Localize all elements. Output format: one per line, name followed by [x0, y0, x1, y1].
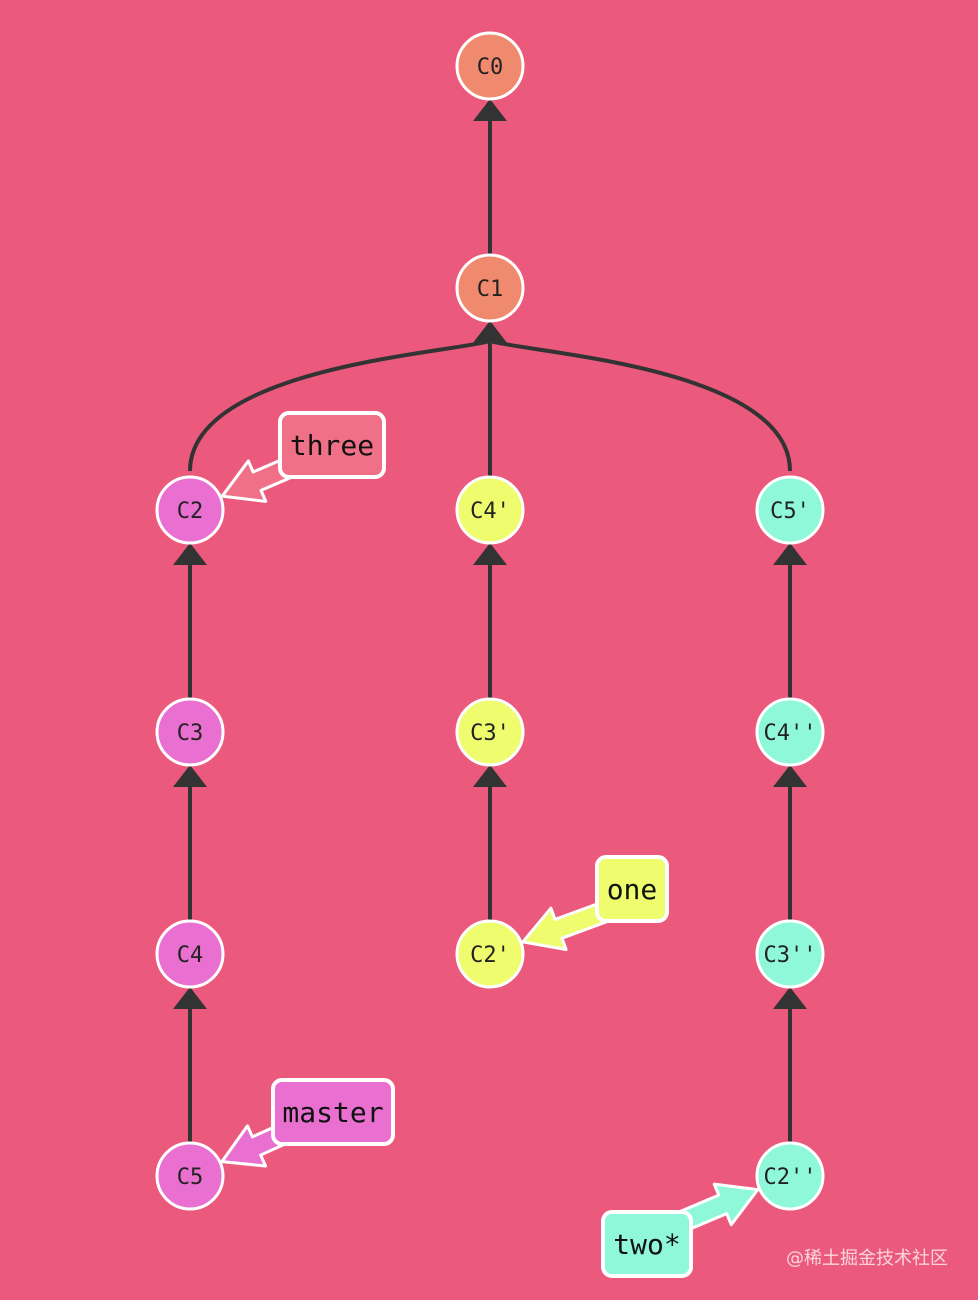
branch-label-box: [595, 855, 669, 923]
commit-c2-prime[interactable]: C2': [455, 919, 525, 989]
commit-c0[interactable]: C0: [455, 31, 525, 101]
commit-circle: [755, 475, 825, 545]
commit-c1[interactable]: C1: [455, 253, 525, 323]
commit-label: C4': [470, 499, 510, 524]
commit-circle: [755, 919, 825, 989]
commit-circle: [455, 475, 525, 545]
commit-circle: [455, 31, 525, 101]
commit-circle: [155, 1141, 225, 1211]
commit-label: C5': [770, 499, 810, 524]
commit-label: C4'': [764, 721, 817, 746]
branch-label-box: [278, 411, 386, 479]
commit-circle: [455, 253, 525, 323]
commit-label: C3'': [764, 943, 817, 968]
commit-c5[interactable]: C5: [155, 1141, 225, 1211]
branch-master[interactable]: master: [220, 1078, 395, 1168]
commit-circle: [455, 919, 525, 989]
branch-label-text: two*: [613, 1228, 680, 1261]
arrowhead-c5-to-c4: [173, 987, 207, 1009]
commit-c3-double-prime[interactable]: C3'': [755, 919, 825, 989]
watermark: @稀土掘金技术社区: [786, 1248, 948, 1269]
branch-label-text: three: [290, 429, 374, 462]
branch-labels: three one master two*: [220, 411, 760, 1278]
branch-two-current[interactable]: two*: [601, 1182, 760, 1278]
commit-label: C3': [470, 721, 510, 746]
commit-label: C5: [177, 1165, 204, 1190]
branch-arrow: [675, 1182, 760, 1233]
commit-circle: [755, 697, 825, 767]
arrowhead-c3p-to-c4p: [473, 543, 507, 565]
branch-label-text: master: [282, 1096, 383, 1129]
commit-circle: [155, 919, 225, 989]
edge-c5p-to-c1: [489, 339, 792, 472]
commit-c2[interactable]: C2: [155, 475, 225, 545]
arrowhead-c4pp-to-c5p: [773, 543, 807, 565]
commit-label: C2'': [764, 1165, 817, 1190]
arrowhead-c1-to-c0: [473, 99, 507, 121]
edges: [173, 99, 807, 1143]
arrowhead-c2pp-to-c3pp: [773, 987, 807, 1009]
commit-label: C2': [470, 943, 510, 968]
commit-c5-prime[interactable]: C5': [755, 475, 825, 545]
commit-circle: [755, 1141, 825, 1211]
arrowhead-c4-to-c3: [173, 765, 207, 787]
arrowhead-c3-to-c2: [173, 543, 207, 565]
commit-circle: [155, 697, 225, 767]
commit-label: C2: [177, 499, 204, 524]
branch-label-box: [601, 1210, 693, 1278]
commit-label: C4: [177, 943, 204, 968]
edge-c2-to-c1: [188, 339, 491, 472]
arrowhead-c2p-to-c3p: [473, 765, 507, 787]
commit-circle: [155, 475, 225, 545]
branch-one[interactable]: one: [521, 855, 669, 951]
commit-c2-double-prime[interactable]: C2'': [755, 1141, 825, 1211]
commit-label: C3: [177, 721, 204, 746]
arrowhead-c5p-to-c1: [473, 321, 507, 343]
commit-label: C1: [477, 277, 504, 302]
arrowhead-c3pp-to-c4pp: [773, 765, 807, 787]
commit-c3-prime[interactable]: C3': [455, 697, 525, 767]
commit-c4-prime[interactable]: C4': [455, 475, 525, 545]
branch-three[interactable]: three: [220, 411, 386, 503]
commit-c4[interactable]: C4: [155, 919, 225, 989]
branch-label-text: one: [607, 873, 658, 906]
commit-c4-double-prime[interactable]: C4'': [755, 697, 825, 767]
commit-circle: [455, 697, 525, 767]
branch-label-box: [271, 1078, 395, 1146]
branch-arrow: [521, 900, 612, 951]
commit-label: C0: [477, 55, 504, 80]
commit-c3[interactable]: C3: [155, 697, 225, 767]
